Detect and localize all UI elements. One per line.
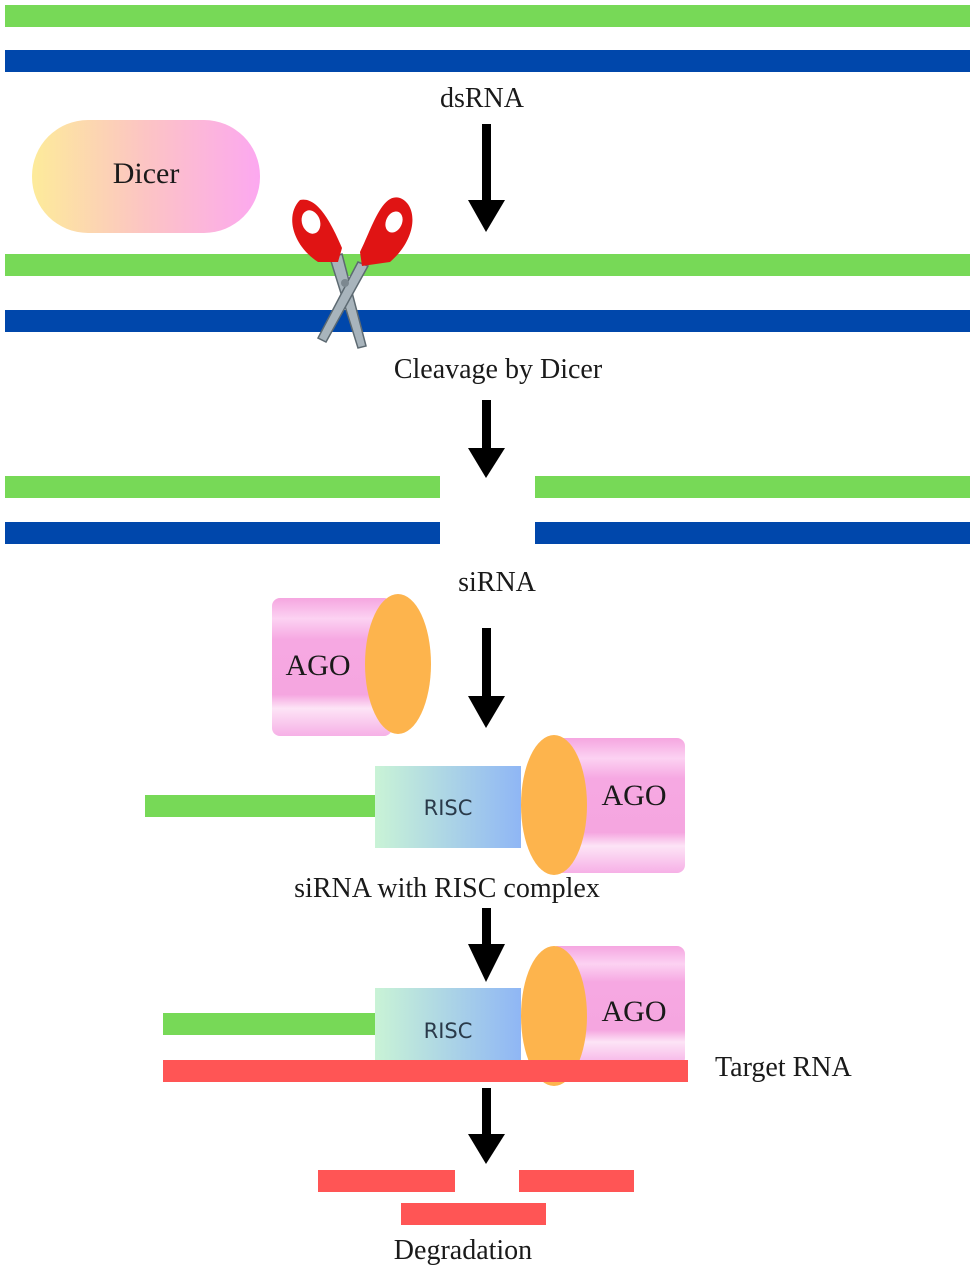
fragment-right xyxy=(519,1170,634,1192)
guide-strand xyxy=(163,1013,375,1035)
guide-strand xyxy=(145,795,375,817)
dicer-label: Dicer xyxy=(113,157,180,190)
fragment-left xyxy=(318,1170,455,1192)
antisense-strand xyxy=(5,50,970,72)
label-sirna: siRNA xyxy=(458,567,537,598)
target-rna-strand xyxy=(163,1060,688,1082)
arrow-1 xyxy=(468,124,505,232)
label-target-rna: Target RNA xyxy=(715,1052,852,1083)
ago-label: AGO xyxy=(286,649,351,682)
dsrna-cleavage-duplex xyxy=(5,254,970,332)
sense-strand xyxy=(5,5,970,27)
antisense-strand xyxy=(5,310,970,332)
risc-label: RISC xyxy=(424,796,473,820)
dsrna-duplex xyxy=(5,5,970,72)
sense-strand xyxy=(5,254,970,276)
risc-label: RISC xyxy=(424,1019,473,1043)
dicer-protein: Dicer xyxy=(32,120,260,233)
label-degradation: Degradation xyxy=(394,1235,532,1266)
risc-complex xyxy=(375,988,521,1063)
fragment-bottom xyxy=(401,1203,546,1225)
arrow-2 xyxy=(468,400,505,478)
scissors-icon xyxy=(292,197,413,349)
sirna-risc-complex: RISC AGO xyxy=(145,735,685,875)
arrow-4 xyxy=(468,908,505,982)
sirna-sense-right xyxy=(535,476,970,498)
label-cleavage-by-dicer: Cleavage by Dicer xyxy=(394,354,603,385)
label-dsrna: dsRNA xyxy=(440,83,525,114)
sirna-fragments xyxy=(5,476,970,544)
ago-label: AGO xyxy=(602,995,667,1028)
label-sirna-with-risc: siRNA with RISC complex xyxy=(294,873,600,904)
ago-protein-free: AGO xyxy=(272,594,431,736)
sirna-antisense-right xyxy=(535,522,970,544)
degraded-rna-fragments xyxy=(318,1170,634,1225)
ago-label: AGO xyxy=(602,779,667,812)
sirna-sense-left xyxy=(5,476,440,498)
arrow-3 xyxy=(468,628,505,728)
risc-complex xyxy=(375,766,521,848)
risc-target-binding: RISC AGO xyxy=(163,946,688,1086)
arrow-5 xyxy=(468,1088,505,1164)
sirna-antisense-left xyxy=(5,522,440,544)
